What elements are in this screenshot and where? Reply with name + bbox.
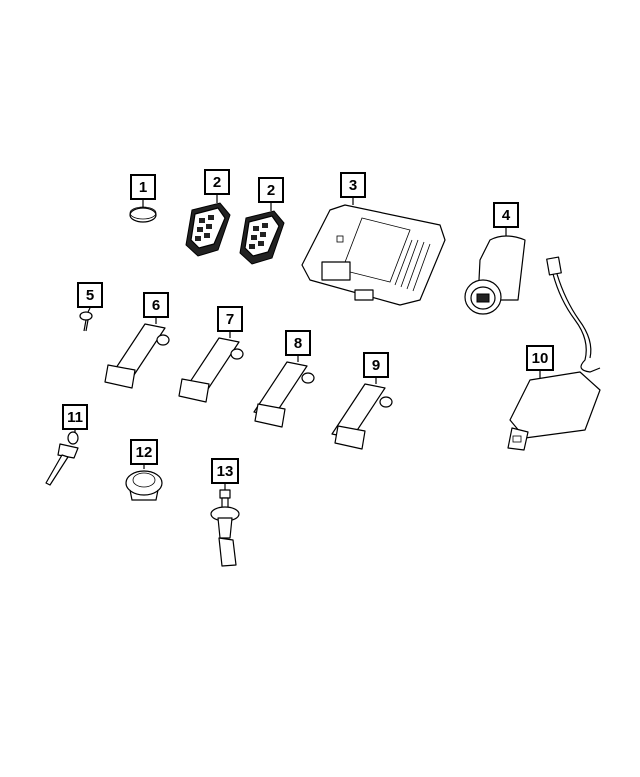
callout-9: 9 <box>363 352 389 378</box>
key-fob-transmitter-1 <box>185 202 231 257</box>
callout-5: 5 <box>77 282 103 308</box>
callout-10: 10 <box>526 345 554 371</box>
receiver-module-with-harness <box>507 256 601 451</box>
antenna-module-8 <box>253 361 315 428</box>
control-module <box>301 204 446 306</box>
callout-4: 4 <box>493 202 519 228</box>
callout-6: 6 <box>143 292 169 318</box>
antenna-module-6 <box>104 323 170 389</box>
leader-lines <box>74 195 541 490</box>
ignition-switch-cylinder <box>464 235 526 315</box>
callout-3: 3 <box>340 172 366 198</box>
sensor <box>210 489 240 567</box>
callout-7: 7 <box>217 306 243 332</box>
key-blank <box>45 431 79 486</box>
callout-11: 11 <box>62 404 88 430</box>
bezel-ring <box>125 470 163 501</box>
callout-13: 13 <box>211 458 239 484</box>
callout-2b: 2 <box>258 177 284 203</box>
callout-12: 12 <box>130 439 158 465</box>
callout-2a: 2 <box>204 169 230 195</box>
screw <box>79 311 93 332</box>
callout-1: 1 <box>130 174 156 200</box>
coin-cell-battery <box>129 206 157 223</box>
key-fob-transmitter-2 <box>239 210 285 265</box>
callout-8: 8 <box>285 330 311 356</box>
antenna-module-7 <box>178 337 244 403</box>
antenna-module-9 <box>331 383 393 450</box>
